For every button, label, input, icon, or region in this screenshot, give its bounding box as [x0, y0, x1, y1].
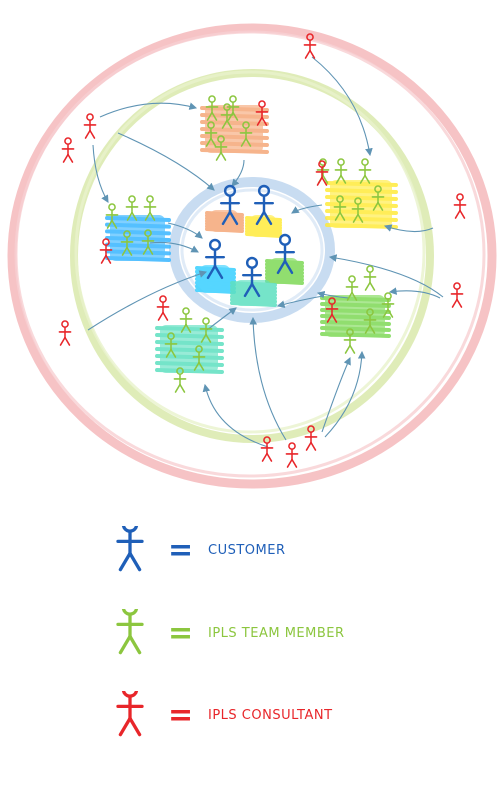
middle-ring: [70, 69, 434, 443]
legend-customer: = CUSTOMER: [110, 525, 285, 575]
team-structure-diagram: [7, 23, 497, 489]
legend-consultant: = IPLS CONSULTANT: [110, 690, 333, 740]
team-member-figure: [226, 95, 240, 121]
consultant-figure: [58, 320, 72, 346]
arrow: [92, 144, 109, 203]
consultant-figure: [303, 33, 317, 59]
equals-sign: =: [168, 615, 194, 651]
arrow: [87, 270, 208, 331]
team-member-figure: [105, 203, 119, 229]
arrow: [167, 222, 203, 239]
consultant-figure: [450, 282, 464, 308]
legend-label-customer: CUSTOMER: [208, 542, 286, 558]
team-member-figure: [334, 158, 348, 184]
team-member-figure: [358, 158, 372, 184]
team-member-figure: [351, 197, 365, 223]
equals-sign: =: [168, 532, 194, 568]
consultant-figure: [315, 160, 329, 186]
team-member-figure: [220, 103, 234, 129]
arrow: [291, 204, 323, 214]
customer-figure: [241, 256, 263, 298]
team-member-figure: [363, 308, 377, 334]
teal-patch: [155, 325, 224, 374]
team-member-stick-figure-icon: [116, 609, 144, 655]
team-member-figure: [214, 135, 228, 161]
team-member-figure: [164, 332, 178, 358]
arrow: [388, 287, 441, 299]
consultant-figure: [61, 137, 75, 163]
consultant-figure: [255, 100, 269, 126]
blue-patch: [105, 215, 171, 262]
team-legend-figure: [116, 609, 144, 655]
arrow: [231, 159, 245, 187]
team-member-figure: [371, 185, 385, 211]
legend-label-team-member: IPLS TEAM MEMBER: [208, 625, 345, 641]
customer-figure: [274, 233, 296, 275]
arrow: [149, 241, 199, 253]
team-member-figure: [345, 275, 359, 301]
team-member-figure: [343, 328, 357, 354]
legend-team-member: = IPLS TEAM MEMBER: [110, 608, 345, 658]
color-patches: [105, 105, 398, 374]
customer-legend-figure: [116, 526, 144, 572]
arrow: [328, 254, 444, 298]
consultant-figure: [156, 295, 170, 321]
customer-figure: [253, 184, 275, 226]
arrow: [316, 290, 349, 299]
team-member-figure: [173, 367, 187, 393]
team-member-figure: [239, 121, 253, 147]
team-member-figure: [199, 317, 213, 343]
consultant-figure: [285, 442, 299, 468]
customer-figure: [204, 238, 226, 280]
arrow: [202, 383, 269, 448]
consultant-figure: [453, 193, 467, 219]
consultant-figure: [304, 425, 318, 451]
figures: [58, 33, 467, 468]
consultant-legend-figure: [116, 691, 144, 737]
team-member-figure: [179, 307, 193, 333]
consultant-stick-figure-icon: [116, 691, 144, 737]
team-member-figure: [381, 292, 395, 318]
green-patch: [320, 295, 391, 338]
consultant-figure: [99, 238, 113, 264]
arrow: [324, 350, 366, 438]
legend-label-consultant: IPLS CONSULTANT: [208, 707, 333, 723]
customer-figure: [219, 184, 241, 226]
team-member-figure: [363, 265, 377, 291]
customer-stick-figure-icon: [116, 526, 144, 572]
team-member-figure: [333, 195, 347, 221]
arrow: [321, 356, 351, 433]
consultant-figure: [83, 113, 97, 139]
consultant-figure: [325, 297, 339, 323]
arrow: [117, 132, 215, 191]
team-member-figure: [120, 230, 134, 256]
arrow: [311, 56, 373, 157]
center-yellow-patch: [245, 215, 282, 238]
outer-ring: [7, 23, 497, 489]
team-member-figure: [192, 345, 206, 371]
center-green-patch: [265, 258, 304, 285]
arrow: [383, 224, 434, 233]
team-member-figure: [204, 121, 218, 147]
team-member-figure: [125, 195, 139, 221]
team-member-figure: [141, 229, 155, 255]
equals-sign: =: [168, 697, 194, 733]
team-member-figure: [143, 195, 157, 221]
consultant-figure: [260, 436, 274, 462]
center-teal-patch: [230, 280, 277, 307]
team-member-figure: [205, 95, 219, 121]
arrow: [249, 316, 287, 441]
center-blue-patch: [195, 265, 236, 294]
arrow: [276, 295, 324, 308]
arrow: [99, 102, 198, 118]
arrows: [87, 56, 444, 448]
